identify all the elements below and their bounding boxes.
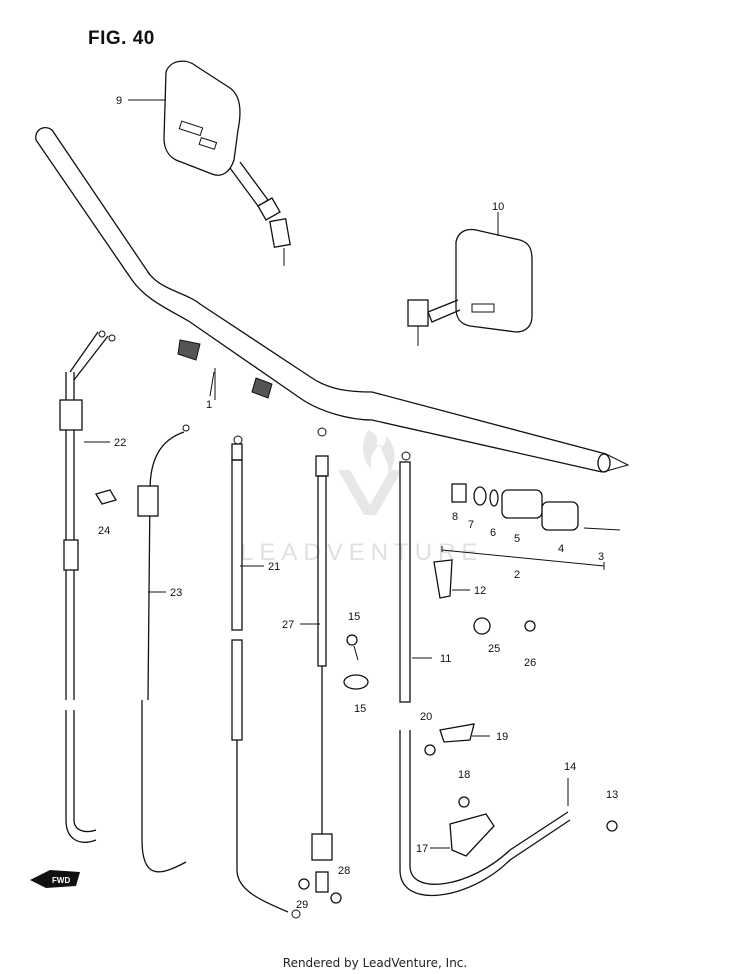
callout-21: 21 [268, 561, 280, 573]
forward-badge-text: FWD [52, 876, 70, 885]
callout-15a: 15 [348, 611, 360, 623]
right-mirror [407, 228, 533, 346]
rendered-by-footer: Rendered by LeadVenture, Inc. [282, 956, 468, 970]
handlebar [35, 126, 630, 473]
callout-29: 29 [296, 899, 308, 911]
forward-direction-badge: FWD [30, 870, 80, 888]
callout-8: 8 [452, 511, 458, 523]
callout-17: 17 [416, 843, 428, 855]
callout-leader-lines [84, 99, 499, 849]
cable-11 [399, 451, 571, 897]
callout-22: 22 [114, 437, 126, 449]
callout-numbers: 1 2 3 4 5 6 7 8 9 10 11 12 13 14 15 15 1… [98, 95, 618, 911]
callout-14: 14 [564, 761, 576, 773]
callout-28: 28 [338, 865, 350, 877]
grip-assembly [441, 483, 621, 570]
callout-7: 7 [468, 519, 474, 531]
callout-18: 18 [458, 769, 470, 781]
callout-23: 23 [170, 587, 182, 599]
cable-bracket-24 [95, 489, 117, 505]
callout-20: 20 [420, 711, 432, 723]
callout-26: 26 [524, 657, 536, 669]
callout-5: 5 [514, 533, 520, 545]
callout-3: 3 [598, 551, 604, 563]
figure-title: FIG. 40 [88, 28, 155, 49]
callout-24: 24 [98, 525, 110, 537]
throttle-cable-22 [59, 330, 116, 843]
callout-15b: 15 [354, 703, 366, 715]
callout-4: 4 [558, 543, 564, 555]
cable-21 [231, 435, 301, 919]
callout-6: 6 [490, 527, 496, 539]
cable-27 [311, 427, 333, 893]
callout-27: 27 [282, 619, 294, 631]
cable-23 [137, 424, 190, 873]
callout-2: 2 [514, 569, 520, 581]
callout-12: 12 [474, 585, 486, 597]
callout-1: 1 [206, 399, 212, 411]
callout-19: 19 [496, 731, 508, 743]
throttle-sleeve-12 [433, 559, 453, 599]
small-fasteners [298, 617, 618, 904]
callout-25: 25 [488, 643, 500, 655]
callout-9: 9 [116, 95, 122, 107]
callout-13: 13 [606, 789, 618, 801]
leadventure-watermark: LEADVENTURE [240, 430, 477, 566]
left-mirror [163, 60, 291, 266]
callout-11: 11 [440, 653, 451, 665]
callout-10: 10 [492, 201, 504, 213]
